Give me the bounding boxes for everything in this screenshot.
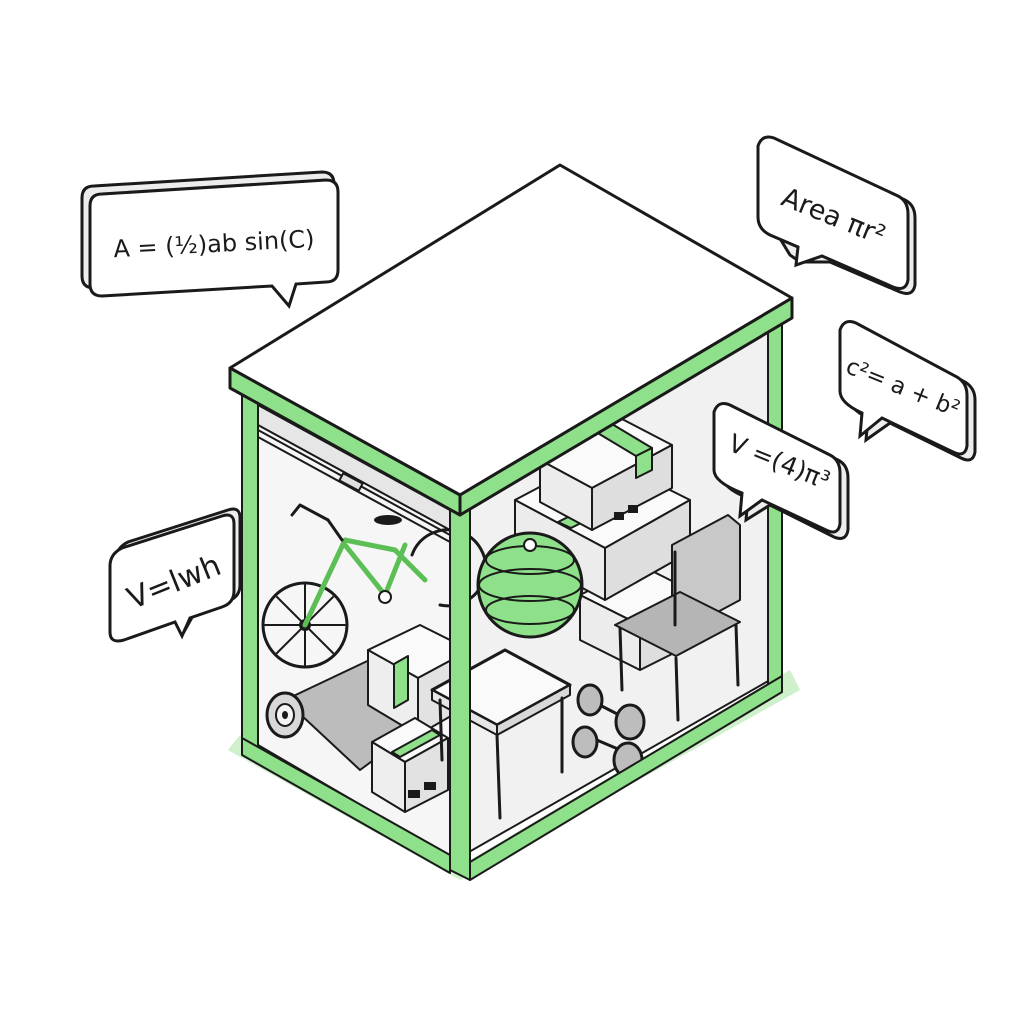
bubble-sphere-volume: V =(4)π³ xyxy=(712,402,850,540)
bicycle xyxy=(261,503,488,669)
chair xyxy=(614,514,741,722)
bubble-triangle-area: A = (½)ab sin(C) xyxy=(80,170,340,310)
unit-frame xyxy=(241,311,783,881)
bubble-box-volume: V=lwh xyxy=(108,507,242,643)
box-bottom-left xyxy=(371,717,449,813)
unit-roof xyxy=(228,163,794,517)
exercise-ball xyxy=(476,531,584,639)
bubble-pythagoras: c²= a + b² xyxy=(838,320,977,462)
bubble-circle-area: Area πr² xyxy=(756,135,917,295)
